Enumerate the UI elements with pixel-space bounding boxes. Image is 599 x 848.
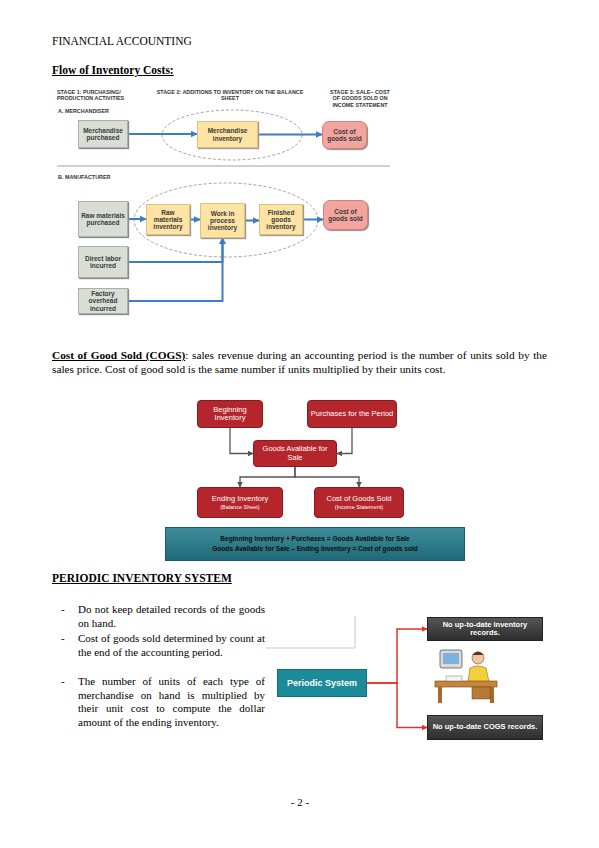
term: Cost of Good Sold (COGS) [52,349,185,361]
running-header: FINANCIAL ACCOUNTING [52,35,272,49]
node-text: Merchandise purchased [81,127,125,142]
desk [435,681,497,687]
flow-arrow [128,133,197,135]
flow-arrow [295,467,359,487]
activity-box: Merchandise purchased [78,120,128,148]
flow-box: Ending Inventory(Balance Sheet) [197,487,283,518]
desk-leg [490,687,494,703]
page-title: Flow of Inventory Costs: [52,64,352,78]
node-text: Cost of goods sold [325,128,364,143]
node-text: (Income Statement) [335,504,383,510]
stage-heading: STAGE 3: SALE– COST OF GOODS SOLD ON INC… [328,89,392,108]
flow-box: Goods Available for Sale [253,440,337,467]
node-text: Direct labor incurred [81,255,125,270]
consequence-box: No up-to-date COGS records. [427,715,543,740]
node-text: Merchandise inventory [200,127,255,142]
flow-arrow [128,218,146,220]
node-text: Goods Available for Sale – Ending Invent… [212,544,418,554]
node-text: Work in process inventory [203,210,242,232]
flow-arrow [230,428,253,454]
flow-arrow [245,220,259,222]
node-text: Beginning Inventory [200,406,260,423]
flow-box: Purchases for the Period [307,400,397,428]
body [468,666,489,682]
drawer [472,687,490,699]
flow-arrow [240,467,295,487]
inventory-box: Raw materials inventory [146,204,190,235]
node-text: (Balance Sheet) [220,504,259,510]
node-text: Factory overhead incurred [81,290,125,312]
node-text: Cost of Goods Sold [326,495,391,503]
frame-line [266,616,355,648]
cogs-box: Cost of goods sold [322,121,367,149]
flow-arrow [128,238,223,301]
cogs-box: Cost of goods sold [323,200,368,230]
stage-heading: STAGE 2: ADDITIONS TO INVENTORY ON THE B… [150,89,310,102]
inventory-box: Finished goods inventory [259,204,303,235]
activity-box: Factory overhead incurred [78,288,128,314]
flow-arrow [190,219,200,221]
section-heading: PERIODIC INVENTORY SYSTEM [52,572,352,586]
bullet-text: Cost of goods sold determined by count a… [78,632,265,659]
papers [446,676,462,681]
node-text: Beginning inventory + Purchases = Goods … [220,534,409,544]
node-text: Ending Inventory [212,495,268,503]
bullet-text: The number of units of each type of merc… [78,675,265,729]
section-label: A. MERCHANDISER [58,105,158,119]
node-text: No up-to-date inventory records. [430,621,540,638]
divider-line [57,166,390,167]
flow-arrow [128,238,223,262]
bullet-mark: - [61,632,73,646]
node-text: Cost of goods sold [326,208,365,223]
inventory-box: Merchandise inventory [197,121,258,148]
bullet-mark: - [61,675,73,689]
flow-arrow [367,629,427,683]
head [472,652,484,664]
node-text: Purchases for the Period [311,410,394,418]
activity-box: Direct labor incurred [78,246,128,278]
inventory-ellipse [134,183,318,257]
activity-box: Raw materials purchased [78,201,128,237]
paragraph: Cost of Good Sold (COGS): sales revenue … [52,349,547,376]
flow-arrow [367,683,427,728]
stage-heading: STAGE 1: PURCHASING/ PRODUCTION ACTIVITI… [57,89,139,102]
node-text: Raw materials inventory [149,209,187,231]
bullet-mark: - [61,603,73,617]
monitor [440,650,462,668]
flow-box: Cost of Goods Sold(Income Statement) [314,487,404,518]
flow-box: Beginning Inventory [197,400,263,428]
clerk-illustration [435,650,497,703]
node-text: No up-to-date COGS records. [433,723,538,731]
page-number: - 2 - [250,796,350,810]
inventory-box: Work in process inventory [200,203,245,238]
desk-leg [438,687,442,703]
node-text: Goods Available for Sale [256,445,334,462]
node-text: Raw materials purchased [81,212,125,227]
node-text: Periodic System [287,678,357,688]
flow-arrow [303,219,323,221]
screen [443,653,459,664]
bullet-text: Do not keep detailed records of the good… [78,603,265,630]
formula-band: Beginning inventory + Purchases = Goods … [165,527,465,561]
flow-arrow [337,428,352,454]
hair [472,652,484,656]
section-label: B. MANUFACTURER [58,171,158,185]
system-box: Periodic System [277,669,367,697]
node-text: Finished goods inventory [262,209,300,231]
consequence-box: No up-to-date inventory records. [427,617,543,641]
flow-arrow [258,134,322,136]
